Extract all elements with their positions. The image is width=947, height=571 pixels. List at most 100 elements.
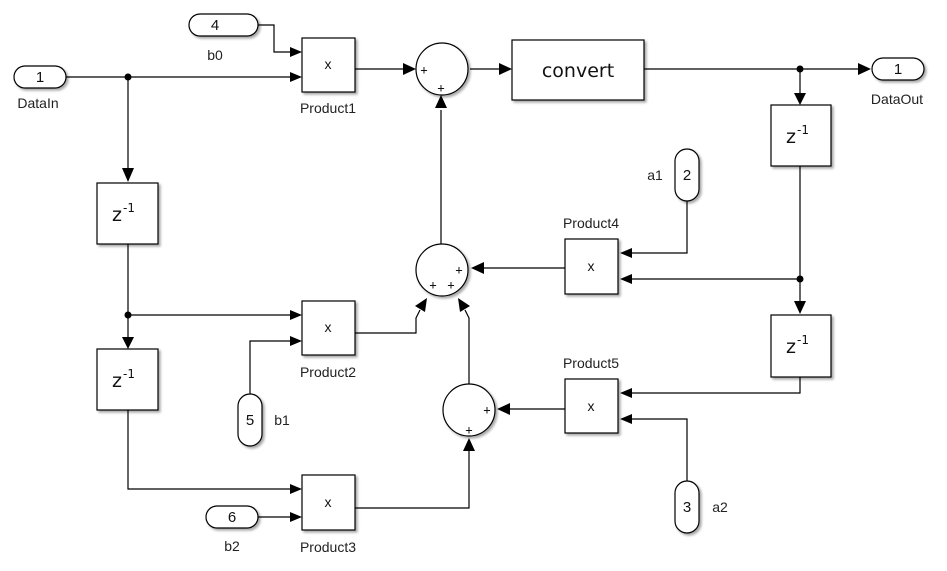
arrow-product1-in1 xyxy=(290,47,302,57)
inport-number: 2 xyxy=(683,167,691,184)
outport-dataout[interactable]: 1 DataOut xyxy=(871,57,925,107)
inport-number: 3 xyxy=(683,499,691,516)
wire-outdelay2-product5[interactable] xyxy=(630,377,801,394)
arrow-sumlow-in2 xyxy=(463,438,475,451)
arrow-dataout-in xyxy=(858,63,871,75)
delay-text: z-1 xyxy=(786,123,809,148)
inport-number: 6 xyxy=(228,509,236,526)
inport-b0[interactable]: 4 b0 xyxy=(188,13,259,63)
delay-base: z xyxy=(786,126,796,148)
sum-low-block[interactable]: + + xyxy=(442,383,496,437)
delay-in-2-block[interactable]: z-1 xyxy=(96,348,159,411)
delay-base: z xyxy=(786,336,796,358)
arrow-summain-in1 xyxy=(403,63,416,75)
convert-block[interactable]: convert xyxy=(511,39,645,101)
delay-base: z xyxy=(112,204,122,226)
inport-a1[interactable]: 2 a1 xyxy=(647,148,700,202)
arrow-indelay1-in xyxy=(122,168,134,182)
arrow-convert-in xyxy=(499,63,512,75)
inport-b2[interactable]: 6 b2 xyxy=(205,505,259,554)
delay-text: z-1 xyxy=(786,333,809,358)
outport-number: 1 xyxy=(894,61,902,78)
product5-block[interactable]: x Product5 xyxy=(563,355,619,434)
arrow-summid-in2 xyxy=(415,298,427,312)
arrow-product2-in2 xyxy=(290,336,302,346)
sum-main-block[interactable]: + + xyxy=(415,42,469,96)
delay-exponent: -1 xyxy=(123,201,135,215)
wire-product3-sumlow[interactable] xyxy=(355,450,470,509)
inport-number: 5 xyxy=(246,412,254,429)
delay-base: z xyxy=(112,370,122,392)
product-label: Product1 xyxy=(300,100,356,116)
outport-label: DataOut xyxy=(871,91,923,107)
arrow-indelay2-in xyxy=(122,337,134,349)
arrow-outdelay2-in xyxy=(794,301,806,314)
inport-label: a1 xyxy=(647,167,663,183)
inport-number: 4 xyxy=(211,17,219,34)
product-label: Product4 xyxy=(563,215,619,231)
arrow-product2-in1 xyxy=(290,310,302,320)
sum-mid-block[interactable]: + + + xyxy=(415,243,469,297)
inport-label: b1 xyxy=(274,412,290,428)
arrow-summid-in1 xyxy=(471,262,484,274)
branch-point-outdelay1 xyxy=(796,275,804,283)
inport-b1[interactable]: 5 b1 xyxy=(237,393,290,447)
sum-sign-right: + xyxy=(483,403,490,417)
arrow-product1-in2 xyxy=(290,72,302,82)
arrow-product5-in2 xyxy=(620,414,632,424)
branch-point-datain xyxy=(124,73,132,81)
wire-sumlow-summid[interactable] xyxy=(464,309,470,385)
product1-block[interactable]: x Product1 xyxy=(300,37,356,116)
delay-exponent: -1 xyxy=(797,333,809,347)
arrow-summain-in2 xyxy=(435,95,447,108)
product-label: Product5 xyxy=(563,355,619,371)
sum-sign-bottom: + xyxy=(437,81,444,95)
arrowheads xyxy=(122,47,871,522)
delay-exponent: -1 xyxy=(123,367,135,381)
wire-product2-summid[interactable] xyxy=(355,309,421,334)
product-symbol: x xyxy=(588,258,595,274)
inport-label: b2 xyxy=(224,538,240,554)
product-symbol: x xyxy=(325,319,332,335)
arrow-product3-in2 xyxy=(290,512,302,522)
inport-a2[interactable]: 3 a2 xyxy=(674,480,728,534)
sum-sign-bottom: + xyxy=(465,423,472,437)
arrow-summid-in3 xyxy=(458,298,470,312)
wire-delay2-product3[interactable] xyxy=(127,410,292,490)
product-symbol: x xyxy=(588,398,595,414)
product-label: Product2 xyxy=(300,364,356,380)
delay-exponent: -1 xyxy=(797,123,809,137)
arrow-product5-in1 xyxy=(620,388,632,398)
delay-in-1-block[interactable]: z-1 xyxy=(96,182,159,245)
branch-point-indelay1 xyxy=(124,311,132,319)
delay-out-1-block[interactable]: z-1 xyxy=(770,104,832,167)
product3-block[interactable]: x Product3 xyxy=(300,474,356,555)
wire-a1-product4[interactable] xyxy=(630,201,688,254)
arrow-outdelay1-in xyxy=(794,93,806,105)
arrow-product3-in1 xyxy=(290,484,302,494)
product-symbol: x xyxy=(325,56,332,72)
inport-label: DataIn xyxy=(17,95,58,111)
branch-points xyxy=(124,65,804,319)
inport-label: b0 xyxy=(207,47,223,63)
arrow-product4-in2 xyxy=(620,274,632,284)
product4-block[interactable]: x Product4 xyxy=(563,215,619,295)
product-symbol: x xyxy=(325,494,332,510)
branch-point-convert xyxy=(796,65,804,73)
product-label: Product3 xyxy=(300,539,356,555)
delay-text: z-1 xyxy=(112,201,135,226)
inport-label: a2 xyxy=(712,499,728,515)
sum-sign-bottom-left: + xyxy=(429,278,436,292)
sum-sign-right: + xyxy=(455,263,462,277)
sum-sign-left: + xyxy=(420,63,427,77)
product2-block[interactable]: x Product2 xyxy=(300,300,356,380)
inport-number: 1 xyxy=(36,69,44,86)
wire-b0-product1[interactable] xyxy=(258,24,292,53)
sum-sign-bottom-right: + xyxy=(447,278,454,292)
wire-a2-product5[interactable] xyxy=(630,418,688,483)
inport-datain[interactable]: 1 DataIn xyxy=(13,65,67,111)
delay-out-2-block[interactable]: z-1 xyxy=(770,314,832,378)
wire-b1-product2[interactable] xyxy=(249,340,292,394)
convert-label: convert xyxy=(542,60,614,82)
